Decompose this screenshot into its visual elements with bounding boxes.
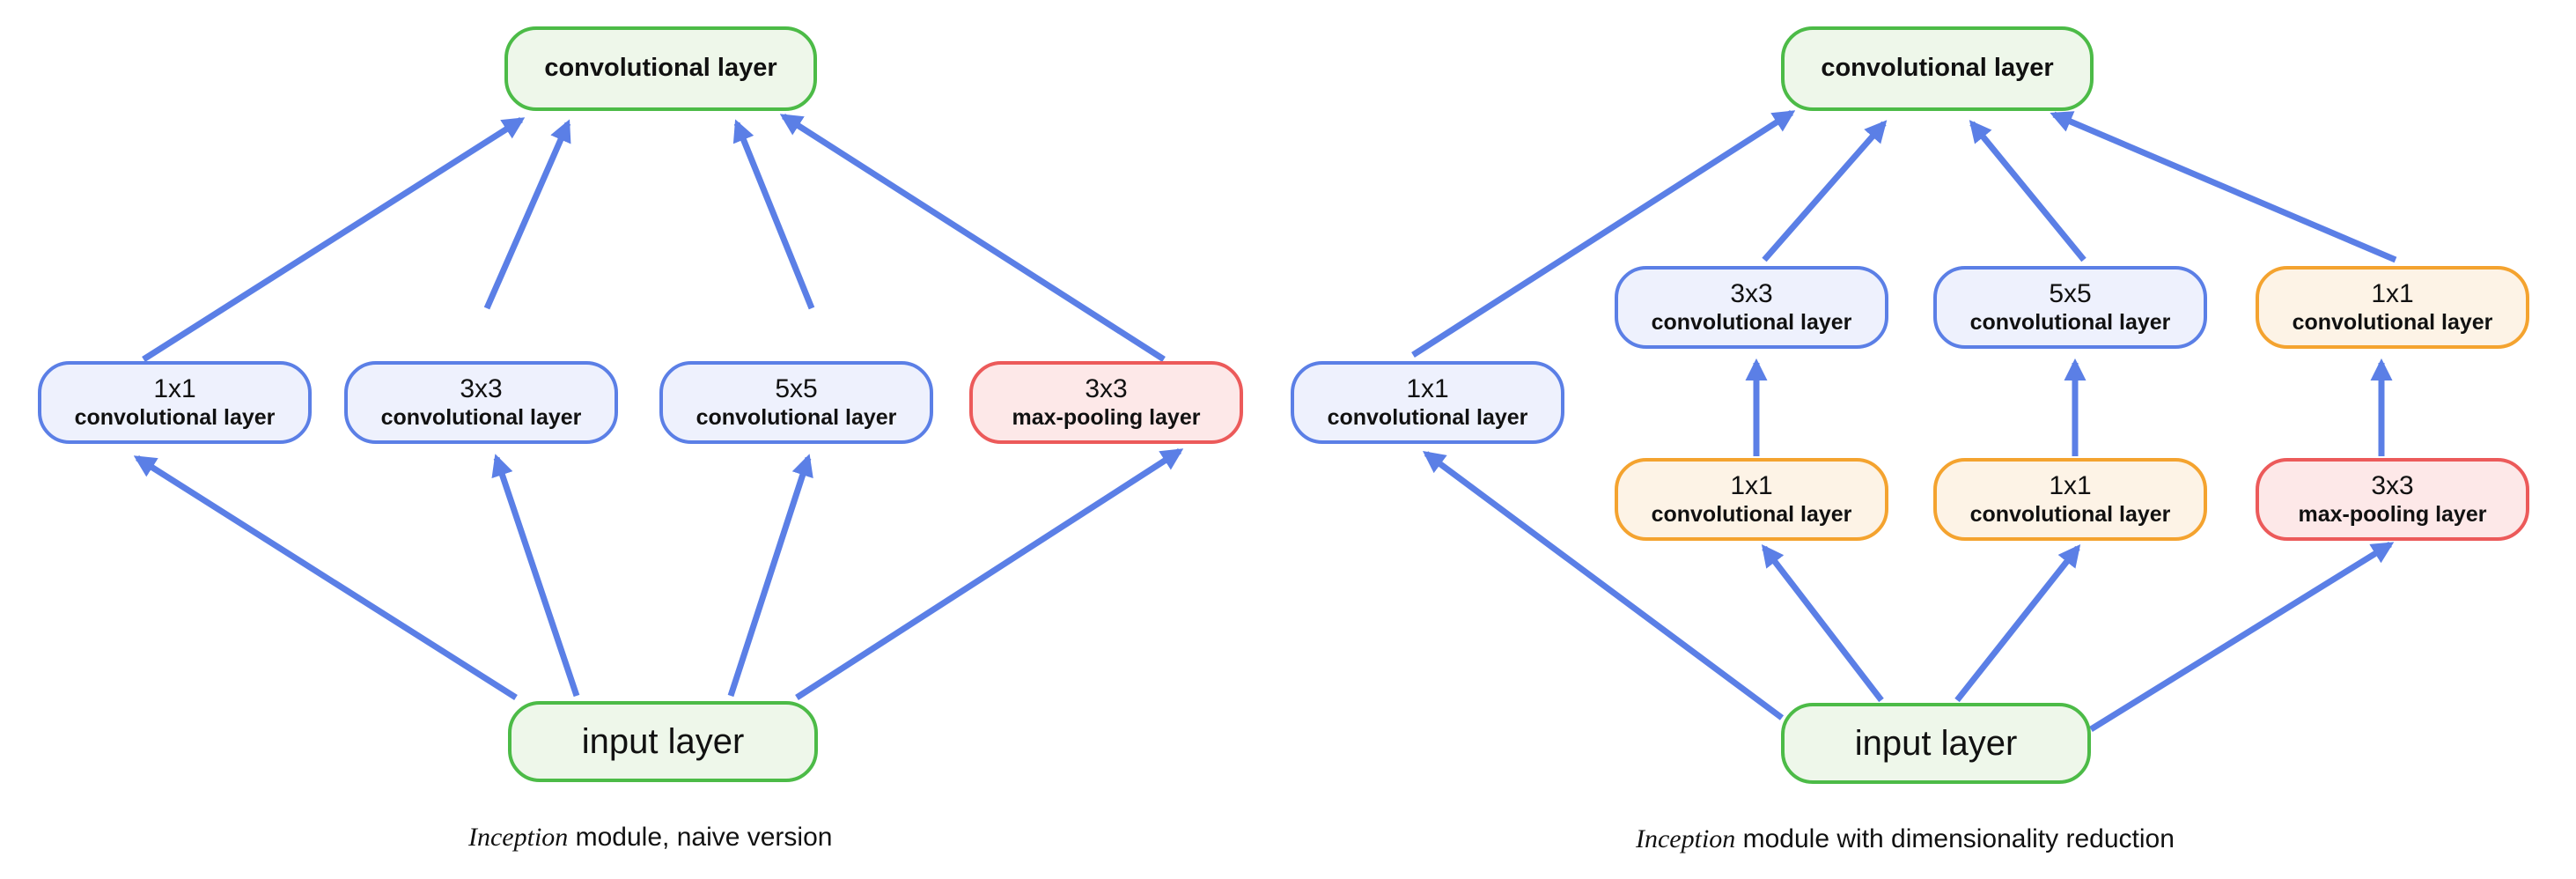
arrow-1x1-direct-to-top: [1411, 110, 1796, 358]
left-branch-maxpool-size: 3x3: [1085, 374, 1128, 404]
left-caption: Inception module, naive version: [468, 823, 832, 853]
left-branch-1x1-size: 1x1: [153, 374, 196, 404]
right-upper-3x3-node: 3x3 convolutional layer: [1615, 266, 1888, 349]
left-branch-3x3-size: 3x3: [460, 374, 503, 404]
arrow-5x5-to-top: [732, 119, 815, 310]
right-caption: Inception module with dimensionality red…: [1636, 824, 2175, 854]
left-branch-maxpool-type: max-pooling layer: [1012, 404, 1201, 430]
right-top-conv-node: convolutional layer: [1781, 26, 2094, 111]
right-lower-1x1b-node: 1x1 convolutional layer: [1933, 458, 2207, 541]
right-upper-1x1b-node: 1x1 convolutional layer: [2256, 266, 2529, 349]
right-input-label: input layer: [1854, 724, 2018, 763]
right-upper-5x5-node: 5x5 convolutional layer: [1933, 266, 2207, 349]
right-lower-maxpool-size: 3x3: [2371, 471, 2414, 501]
right-top-conv-label: convolutional layer: [1821, 54, 2054, 83]
right-lower-1x1a-type: convolutional layer: [1651, 501, 1852, 527]
right-upper-1x1-node: 1x1 convolutional layer: [1291, 361, 1564, 444]
right-upper-3x3-size: 3x3: [1730, 279, 1773, 309]
right-lower-maxpool-node: 3x3 max-pooling layer: [2256, 458, 2529, 541]
right-upper-1x1-type: convolutional layer: [1327, 404, 1528, 430]
arrow-upper-1x1-to-top: [2050, 111, 2397, 263]
left-branch-3x3-node: 3x3 convolutional layer: [344, 361, 618, 444]
right-input-node: input layer: [1781, 703, 2091, 784]
right-caption-rest: module with dimensionality reduction: [1735, 824, 2175, 853]
right-lower-1x1b-size: 1x1: [2049, 471, 2092, 501]
arrow-1x1-to-top: [142, 117, 526, 362]
arrow-input-to-3x3: [491, 454, 580, 698]
arrow-input-to-1x1-direct: [1422, 450, 1785, 720]
left-branch-1x1-type: convolutional layer: [74, 404, 276, 430]
left-branch-maxpool-node: 3x3 max-pooling layer: [969, 361, 1243, 444]
arrow-input-to-5x5: [727, 454, 813, 698]
arrow-input-to-1x1: [133, 455, 518, 700]
right-upper-5x5-size: 5x5: [2049, 279, 2092, 309]
arrow-input-to-maxpool: [795, 448, 1184, 700]
left-branch-1x1-node: 1x1 convolutional layer: [38, 361, 312, 444]
right-upper-1x1b-type: convolutional layer: [2292, 309, 2493, 335]
left-branch-5x5-size: 5x5: [775, 374, 818, 404]
right-lower-1x1b-type: convolutional layer: [1969, 501, 2171, 527]
left-caption-rest: module, naive version: [568, 823, 833, 852]
left-caption-italic: Inception: [468, 823, 569, 852]
right-lower-maxpool-type: max-pooling layer: [2298, 501, 2487, 527]
arrow-maxpool-to-top: [779, 114, 1166, 362]
arrow-input-to-lower-maxpool: [2089, 542, 2395, 732]
arrow-3x3-to-top: [483, 119, 571, 310]
right-lower-1x1a-node: 1x1 convolutional layer: [1615, 458, 1888, 541]
right-caption-italic: Inception: [1636, 824, 1736, 853]
arrow-5x5-to-top-right: [1969, 120, 2087, 262]
left-branch-5x5-type: convolutional layer: [696, 404, 897, 430]
right-lower-1x1a-size: 1x1: [1730, 471, 1773, 501]
left-branch-3x3-type: convolutional layer: [380, 404, 582, 430]
left-branch-5x5-node: 5x5 convolutional layer: [659, 361, 933, 444]
right-upper-5x5-type: convolutional layer: [1969, 309, 2171, 335]
arrow-input-to-lower-1x1-b: [1954, 544, 2081, 703]
right-upper-3x3-type: convolutional layer: [1651, 309, 1852, 335]
right-upper-1x1-size: 1x1: [1406, 374, 1449, 404]
right-upper-1x1b-size: 1x1: [2371, 279, 2414, 309]
left-input-node: input layer: [508, 701, 818, 782]
arrow-input-to-lower-1x1-a: [1761, 544, 1884, 703]
left-input-label: input layer: [581, 722, 745, 761]
left-top-conv-label: convolutional layer: [544, 54, 777, 83]
arrow-3x3-to-top-right: [1762, 120, 1888, 262]
left-top-conv-node: convolutional layer: [504, 26, 817, 111]
